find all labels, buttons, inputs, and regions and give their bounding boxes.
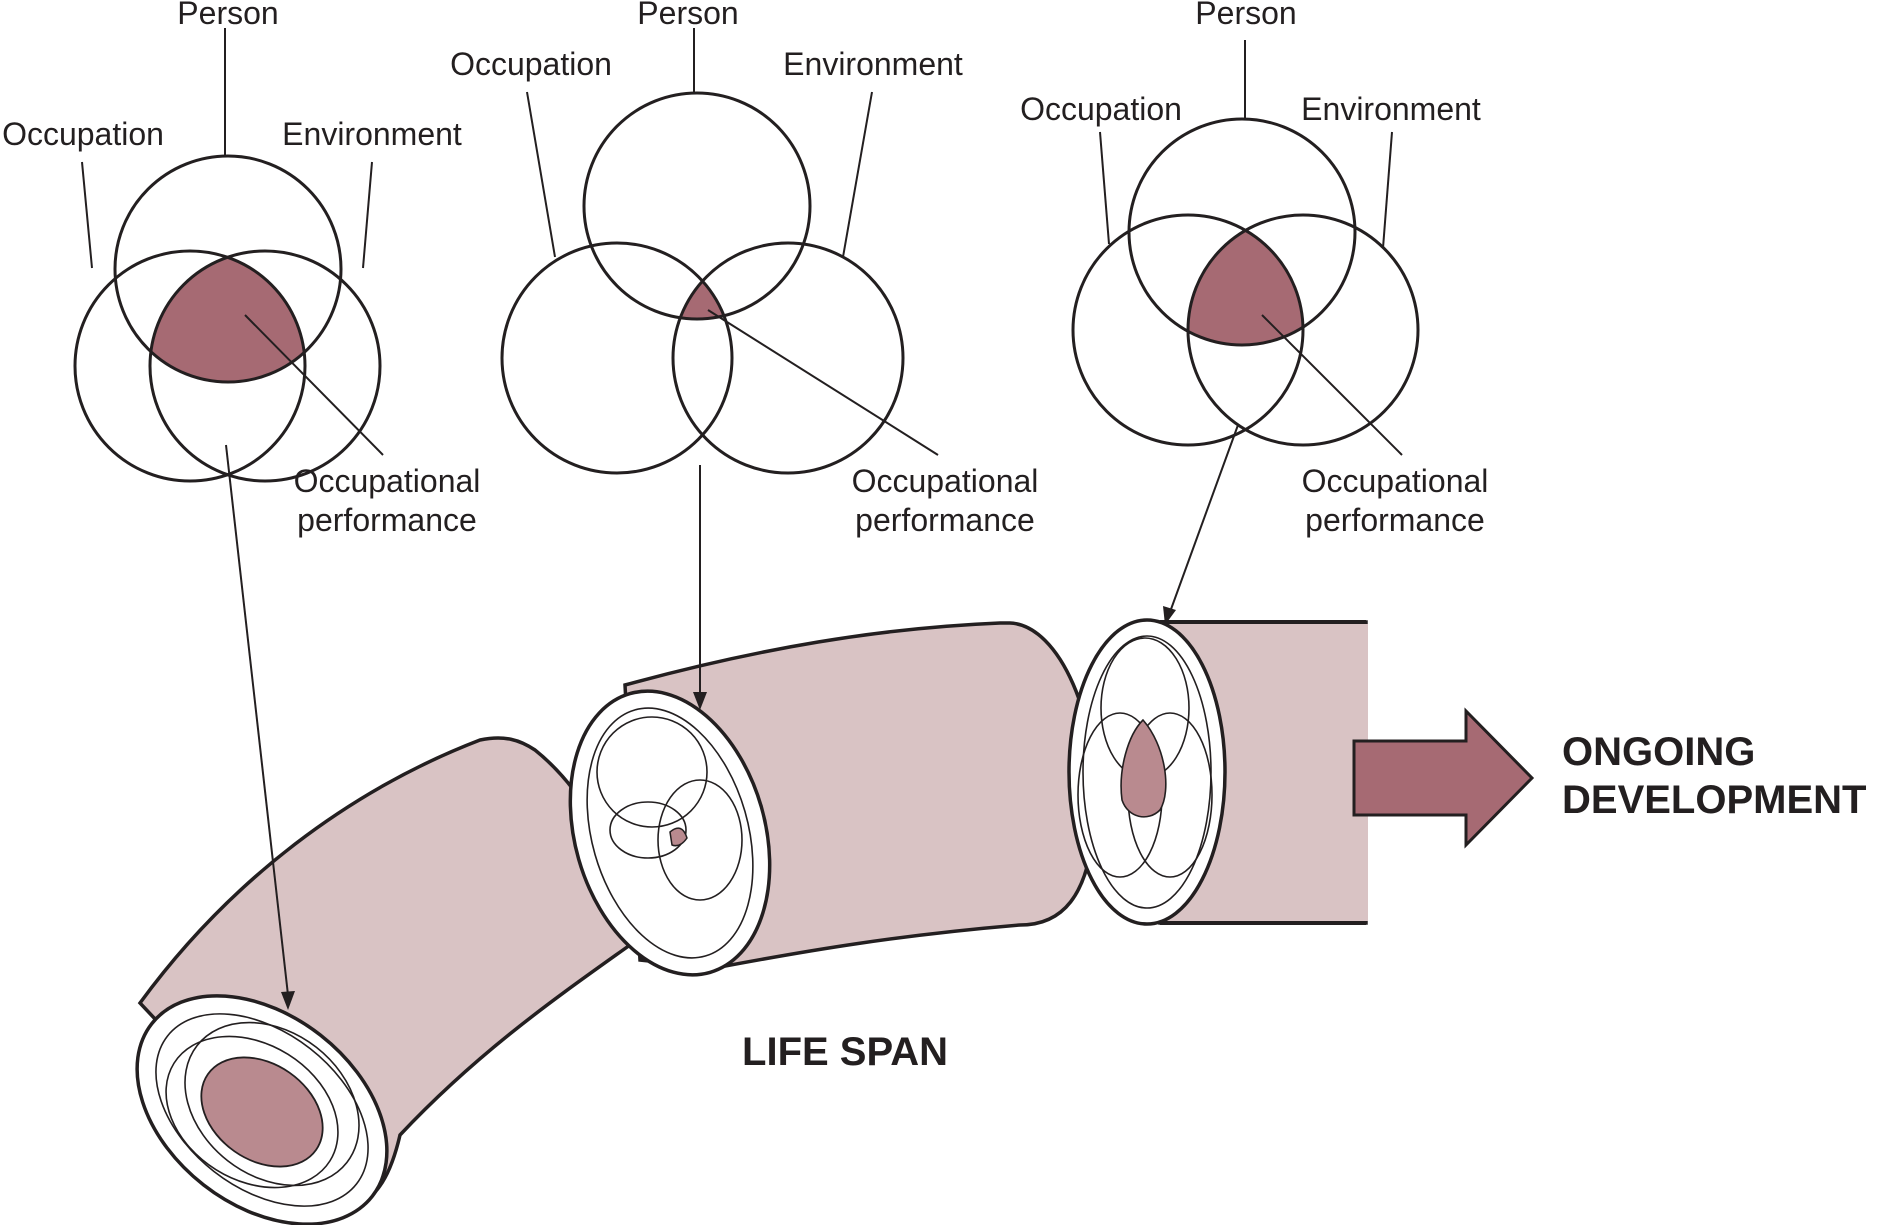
venn-2-outcome-line1: Occupational: [852, 463, 1039, 499]
pointer-arrow-2-head: [693, 692, 707, 710]
venn-1-outcome-line2: performance: [297, 502, 477, 538]
venn-1-person-label: Person: [177, 0, 278, 31]
cross-section-1-overlap: [200, 1056, 324, 1168]
right-arrow-icon: [1352, 707, 1535, 849]
pointer-arrow-3-head: [1163, 606, 1176, 625]
cross-section-2-overlap: [669, 827, 688, 847]
venn-3-outcome-line2: performance: [1305, 502, 1485, 538]
venn-diagram-1: Person Occupation Environment Occupation…: [2, 0, 480, 538]
venn-1-outcome-line1: Occupational: [294, 463, 481, 499]
venn-1-environment-circle: [148, 249, 382, 483]
venn-2-person-label: Person: [637, 0, 738, 31]
lifespan-label: LIFE SPAN: [742, 1030, 948, 1074]
venn-3-occupation-label: Occupation: [1020, 91, 1182, 127]
venn-diagram-3: Person Occupation Environment Occupation…: [1020, 0, 1488, 538]
ongoing-label: ONGOING: [1562, 730, 1755, 774]
venn-3-overlap: [1188, 215, 1303, 345]
venn-2-environment-circle: [671, 241, 905, 475]
venn-3-occupation-circle: [1071, 213, 1305, 447]
venn-3-outcome-line1: Occupational: [1302, 463, 1489, 499]
cross-section-3-overlap: [1120, 718, 1167, 818]
development-label: DEVELOPMENT: [1562, 778, 1866, 822]
pointer-arrows: [225, 424, 1239, 1010]
tube-cross-section-2: [568, 689, 772, 977]
tube-cross-section-3: [1067, 618, 1227, 926]
venn-1-occupation-circle: [73, 249, 307, 483]
lifespan-tube: [135, 618, 1368, 1226]
venn-2-outcome-line2: performance: [855, 502, 1035, 538]
venn-2-person-circle: [582, 91, 812, 321]
venn-2-occupation-circle: [500, 241, 734, 475]
venn-1-person-circle: [113, 154, 343, 384]
venn-2-environment-label: Environment: [783, 46, 963, 82]
venn-3-environment-circle: [1186, 213, 1420, 447]
venn-2-occupation-label: Occupation: [450, 46, 612, 82]
venn-3-environment-label: Environment: [1301, 91, 1481, 127]
pointer-arrow-1-head: [281, 991, 295, 1010]
venn-1-environment-label: Environment: [282, 116, 462, 152]
venn-1-occupation-label: Occupation: [2, 116, 164, 152]
tube-cross-section-1: [135, 994, 389, 1226]
venn-diagram-2: Person Occupation Environment Occupation…: [450, 0, 1038, 538]
venn-3-person-label: Person: [1195, 0, 1296, 31]
venn-1-overlap: [150, 251, 305, 382]
